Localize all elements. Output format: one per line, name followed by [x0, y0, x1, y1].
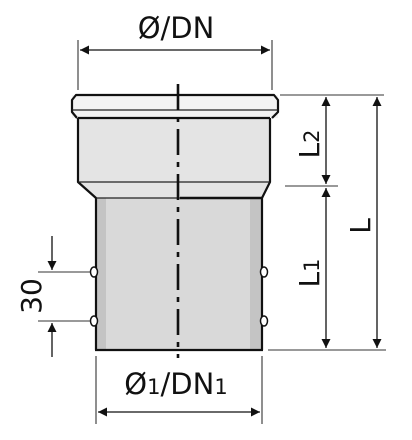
label-top-diameter: Ø/DN: [138, 11, 215, 45]
label-length-upper: L2: [293, 130, 326, 159]
label-bottom-diameter: Ø1/DN1: [124, 367, 227, 401]
label-length-lower: L1: [293, 259, 326, 288]
seal-bump-left-bottom: [89, 315, 99, 327]
dimension-top-diameter: Ø/DN: [77, 11, 273, 90]
dimension-lengths: L2 L1 L: [268, 94, 386, 351]
dimension-seal-spacing: 30: [15, 236, 90, 357]
socket-body: [78, 118, 270, 198]
seal-bump-right-bottom: [259, 315, 269, 327]
spigot-shade-right: [250, 198, 262, 350]
label-length-total: L: [344, 218, 377, 234]
label-seal-spacing: 30: [15, 278, 48, 314]
seal-bump-left-top: [89, 266, 99, 278]
spigot-shade-left: [96, 198, 106, 350]
dimension-bottom-diameter: Ø1/DN1: [95, 356, 263, 424]
seal-bumps: [89, 266, 269, 327]
socket-ring: [72, 95, 278, 118]
seal-bump-right-top: [259, 266, 269, 278]
pipe-body: [72, 95, 278, 350]
